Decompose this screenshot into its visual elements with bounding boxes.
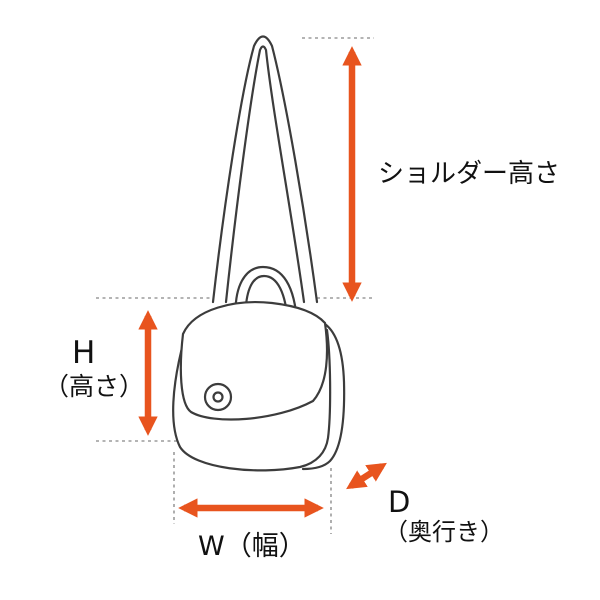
label-width: W（幅）	[198, 531, 306, 562]
label-depth-letter: D	[388, 485, 411, 519]
label-height-caption: （高さ）	[44, 372, 145, 401]
clasp-button-center	[212, 391, 224, 403]
measurement-arrows	[138, 46, 387, 518]
side-gusset	[301, 322, 346, 471]
bag-line-art	[172, 35, 346, 472]
label-shoulder-height: ショルダー高さ	[378, 159, 561, 189]
bag-flap	[179, 301, 329, 421]
depth-arrow	[346, 462, 387, 490]
label-height-letter: H	[72, 335, 96, 371]
label-depth-caption: （奥行き）	[384, 518, 504, 546]
shoulder-strap-inner-edge	[224, 45, 306, 304]
